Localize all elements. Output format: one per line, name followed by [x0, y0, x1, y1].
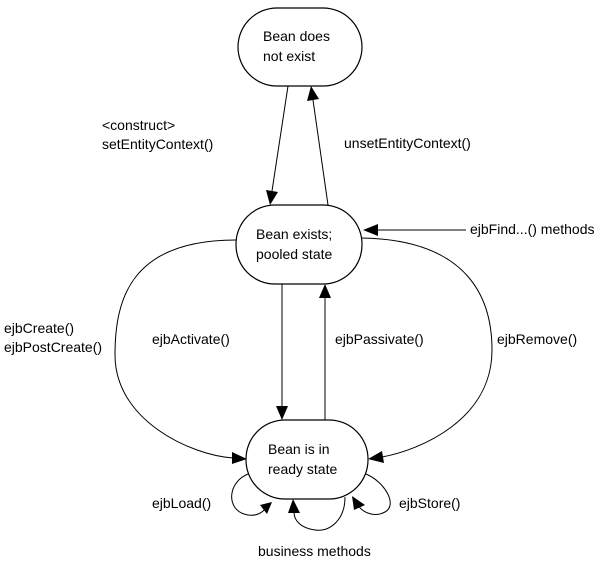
state-does-not-exist-label-line2: not exist [263, 48, 315, 64]
transition-ejb-passivate: ejbPassivate() [319, 284, 424, 420]
ejb-activate-arrowhead [276, 406, 288, 420]
transition-ejb-activate: ejbActivate() [152, 284, 288, 420]
state-ready-label-line2: ready state [268, 461, 337, 477]
ejb-create-label: ejbCreate() [4, 320, 74, 336]
business-methods-loop [293, 496, 346, 531]
ejb-activate-label: ejbActivate() [152, 331, 230, 347]
state-pooled-shape [235, 204, 363, 285]
unset-entity-context-label: unsetEntityContext() [344, 135, 471, 151]
state-ready-label-line1: Bean is in [268, 441, 329, 457]
state-ready: Bean is in ready state [245, 419, 369, 500]
transition-unset-entity-context: unsetEntityContext() [307, 86, 471, 206]
state-does-not-exist: Bean does not exist [237, 7, 363, 87]
transition-ejb-load: ejbLoad() [152, 473, 272, 516]
ejb-passivate-label: ejbPassivate() [335, 331, 424, 347]
state-ready-shape [245, 419, 369, 500]
ejb-post-create-label: ejbPostCreate() [4, 339, 102, 355]
ejb-create-arc [114, 239, 237, 459]
state-pooled: Bean exists; pooled state [235, 204, 363, 285]
transition-business-methods: business methods [258, 496, 371, 559]
ejb-remove-arrowhead [368, 451, 384, 463]
set-entity-context-arrowhead [266, 190, 278, 205]
unset-entity-context-arrowhead [307, 86, 319, 101]
ejb-create-arrowhead [232, 452, 247, 464]
state-does-not-exist-label-line1: Bean does [263, 28, 330, 44]
ejb-find-label: ejbFind...() methods [470, 221, 595, 237]
ejb-store-loop [357, 473, 391, 515]
state-pooled-label-line2: pooled state [256, 246, 332, 262]
business-methods-arrowhead [288, 499, 300, 513]
ejb-remove-arc [361, 237, 493, 458]
ejb-load-loop [231, 473, 269, 516]
transition-ejb-find: ejbFind...() methods [363, 221, 595, 237]
unset-entity-context-line [312, 99, 329, 206]
ejb-remove-label: ejbRemove() [497, 331, 577, 347]
transition-set-entity-context: <construct> setEntityContext() [102, 85, 289, 205]
ejb-store-label: ejbStore() [399, 495, 460, 511]
transition-ejb-store: ejbStore() [352, 473, 460, 515]
set-entity-context-line [271, 85, 289, 192]
business-methods-label: business methods [258, 543, 371, 559]
set-entity-context-label: setEntityContext() [102, 136, 213, 152]
state-pooled-label-line1: Bean exists; [256, 226, 332, 242]
ejb-store-arrowhead [352, 496, 365, 510]
ejb-load-label: ejbLoad() [152, 495, 211, 511]
transition-ejb-create: ejbCreate() ejbPostCreate() [4, 239, 247, 464]
ejb-passivate-arrowhead [319, 284, 331, 298]
ejb-find-arrowhead [363, 224, 378, 236]
transition-ejb-remove: ejbRemove() [361, 237, 577, 463]
state-does-not-exist-shape [237, 7, 363, 87]
ejb-load-arrowhead [260, 502, 272, 514]
construct-label: <construct> [102, 117, 175, 133]
